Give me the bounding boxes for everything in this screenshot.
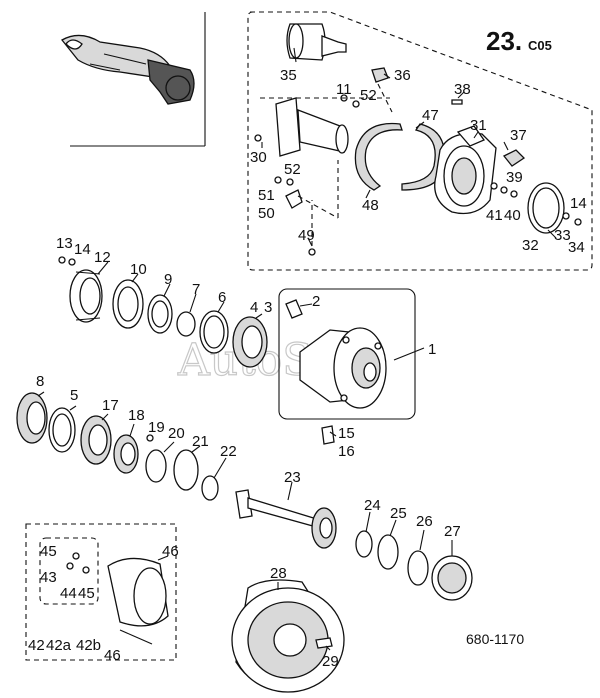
hub-frame xyxy=(278,288,416,420)
callout-52-lower: 52 xyxy=(284,161,301,178)
part-1-wheel-hub xyxy=(299,327,387,409)
callout-46-lower: 46 xyxy=(104,647,121,664)
callout-27: 27 xyxy=(444,523,461,540)
part-25-ring xyxy=(377,534,399,570)
callout-8: 8 xyxy=(36,373,44,390)
part-27-hub-cap xyxy=(431,555,473,601)
callout-45-b: 45 xyxy=(78,585,95,602)
part-2-stud xyxy=(285,299,303,319)
callout-30: 30 xyxy=(250,149,267,166)
part-31-backplate xyxy=(434,125,497,215)
callout-11: 11 xyxy=(336,81,352,98)
callout-50: 50 xyxy=(258,205,275,222)
callout-42: 42 xyxy=(28,637,45,654)
callout-28: 28 xyxy=(270,565,287,582)
callout-13: 13 xyxy=(56,235,73,252)
part-24-snap-ring xyxy=(355,530,373,558)
callout-9: 9 xyxy=(164,271,172,288)
callout-10: 10 xyxy=(130,261,147,278)
callout-18: 18 xyxy=(128,407,145,424)
fastener-subframe xyxy=(39,537,99,605)
callout-35: 35 xyxy=(280,67,297,84)
part-8-bearing xyxy=(16,392,48,444)
part-42-anchor-bracket xyxy=(107,557,169,627)
callout-40: 40 xyxy=(504,207,521,224)
callout-6: 6 xyxy=(218,289,226,306)
callout-45-a: 45 xyxy=(40,543,57,560)
callout-42a: 42a xyxy=(46,637,72,654)
callout-17: 17 xyxy=(102,397,119,414)
callout-36: 36 xyxy=(394,67,411,84)
callout-24: 24 xyxy=(364,497,381,514)
part-30-axle-tube xyxy=(254,97,390,157)
section-number: 23. xyxy=(486,26,522,56)
callout-38: 38 xyxy=(454,81,471,98)
callout-44: 44 xyxy=(60,585,77,602)
callout-26: 26 xyxy=(416,513,433,530)
part-32-abs-ring xyxy=(527,182,565,234)
callout-23: 23 xyxy=(284,469,301,486)
callout-32: 32 xyxy=(522,237,539,254)
part-48-brake-shoes xyxy=(354,122,446,191)
callout-29: 29 xyxy=(322,653,339,670)
callout-49: 49 xyxy=(298,227,315,244)
section-heading: 23. C05 xyxy=(486,26,552,56)
callout-16: 16 xyxy=(338,443,355,460)
part-36-valve xyxy=(371,67,389,83)
part-7-o-ring xyxy=(176,311,196,337)
locator-thumbnail xyxy=(61,12,206,147)
callout-52-upper: 52 xyxy=(360,87,377,104)
callout-31: 31 xyxy=(470,117,487,134)
section-suffix: C05 xyxy=(528,38,552,53)
drawing-code: 680-1170 xyxy=(466,631,524,647)
callout-21: 21 xyxy=(192,433,209,450)
part-37-adjuster xyxy=(502,149,526,167)
callout-39: 39 xyxy=(506,169,523,186)
part-28-brake-drum xyxy=(231,579,345,693)
callout-14-upper: 14 xyxy=(570,195,587,212)
callout-25: 25 xyxy=(390,505,407,522)
callout-12: 12 xyxy=(94,249,111,266)
callout-34: 34 xyxy=(568,239,585,256)
callout-43: 43 xyxy=(40,569,57,586)
bottom-left-frame xyxy=(25,523,177,661)
callout-42b: 42b xyxy=(76,637,101,654)
part-22-nut xyxy=(201,475,219,501)
callout-48: 48 xyxy=(362,197,379,214)
callout-19: 19 xyxy=(148,419,165,436)
part-12-outer-bearing xyxy=(69,269,103,323)
callout-3: 3 xyxy=(264,299,272,316)
callout-51: 51 xyxy=(258,187,275,204)
callout-4: 4 xyxy=(250,299,258,316)
callout-labels: 35 36 11 52 38 47 31 37 30 52 51 50 48 3… xyxy=(28,67,587,670)
callout-5: 5 xyxy=(70,387,78,404)
callout-33: 33 xyxy=(554,227,571,244)
callout-2: 2 xyxy=(312,293,320,310)
part-23-axle-shaft xyxy=(235,489,337,549)
brake-group-frame xyxy=(247,11,593,271)
leader-lines xyxy=(37,47,557,651)
callout-20: 20 xyxy=(168,425,185,442)
part-15-bolt xyxy=(321,425,335,445)
callout-37: 37 xyxy=(510,127,527,144)
part-20-washer xyxy=(145,449,167,483)
part-21-ring xyxy=(173,449,199,491)
callout-46-upper: 46 xyxy=(162,543,179,560)
callout-47: 47 xyxy=(422,107,439,124)
part-35-actuator xyxy=(286,23,347,61)
callout-1: 1 xyxy=(428,341,436,358)
callout-7: 7 xyxy=(192,281,200,298)
callout-14-lower: 14 xyxy=(74,241,91,258)
callout-22: 22 xyxy=(220,443,237,460)
part-26-ring xyxy=(407,550,429,586)
callout-41: 41 xyxy=(486,207,503,224)
callout-15: 15 xyxy=(338,425,355,442)
